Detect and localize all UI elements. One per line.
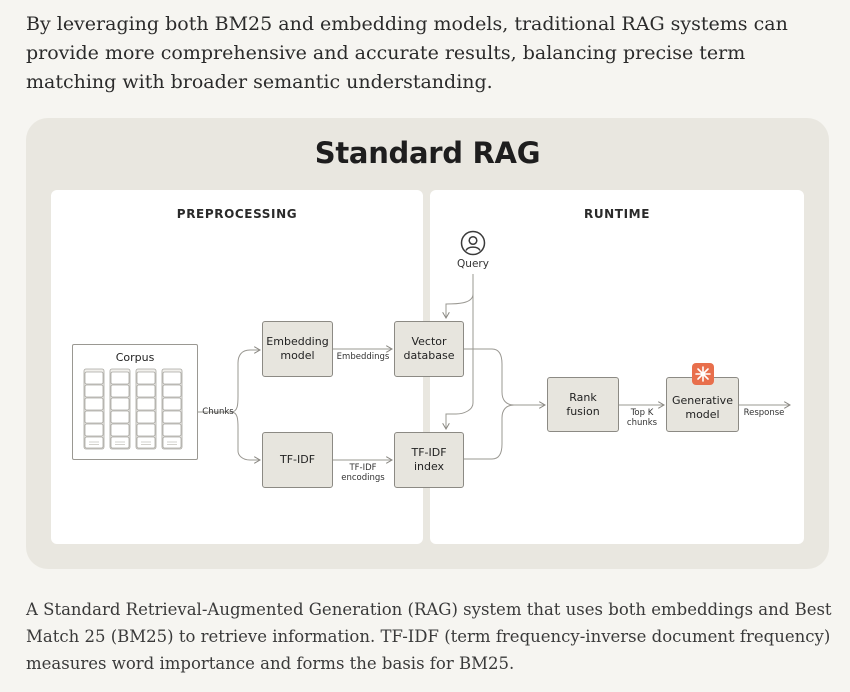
embedding-model-node: Embedding model <box>262 321 333 377</box>
runtime-heading: RUNTIME <box>583 207 651 221</box>
rank-fusion-node: Rank fusion <box>547 377 619 432</box>
generative-model-node: Generative model <box>666 377 739 432</box>
user-icon <box>460 230 486 256</box>
intro-paragraph: By leveraging both BM25 and embedding mo… <box>26 13 788 93</box>
corpus-box: Corpus <box>72 344 198 460</box>
document-stack-icon <box>83 368 183 450</box>
response-label: Response <box>743 408 785 418</box>
corpus-label: Corpus <box>115 351 155 364</box>
runtime-panel: RUNTIME <box>430 190 804 544</box>
vector-database-node: Vector database <box>394 321 464 377</box>
diagram-title: Standard RAG <box>314 136 541 170</box>
caption-paragraph: A Standard Retrieval-Augmented Generatio… <box>26 600 832 673</box>
spark-icon <box>692 363 714 385</box>
chunks-label: Chunks <box>202 407 234 417</box>
preprocessing-heading: PREPROCESSING <box>176 207 298 221</box>
tfidf-node: TF-IDF <box>262 432 333 488</box>
embeddings-label: Embeddings <box>336 352 390 362</box>
query-label: Query <box>457 258 489 270</box>
tfidf-encodings-label: TF-IDF encodings <box>341 463 385 483</box>
top-k-chunks-label: Top K chunks <box>626 408 658 428</box>
rag-diagram: Standard RAG PREPROCESSING RUNTIME <box>26 118 829 569</box>
connector-lines <box>198 274 829 569</box>
tfidf-index-node: TF-IDF index <box>394 432 464 488</box>
